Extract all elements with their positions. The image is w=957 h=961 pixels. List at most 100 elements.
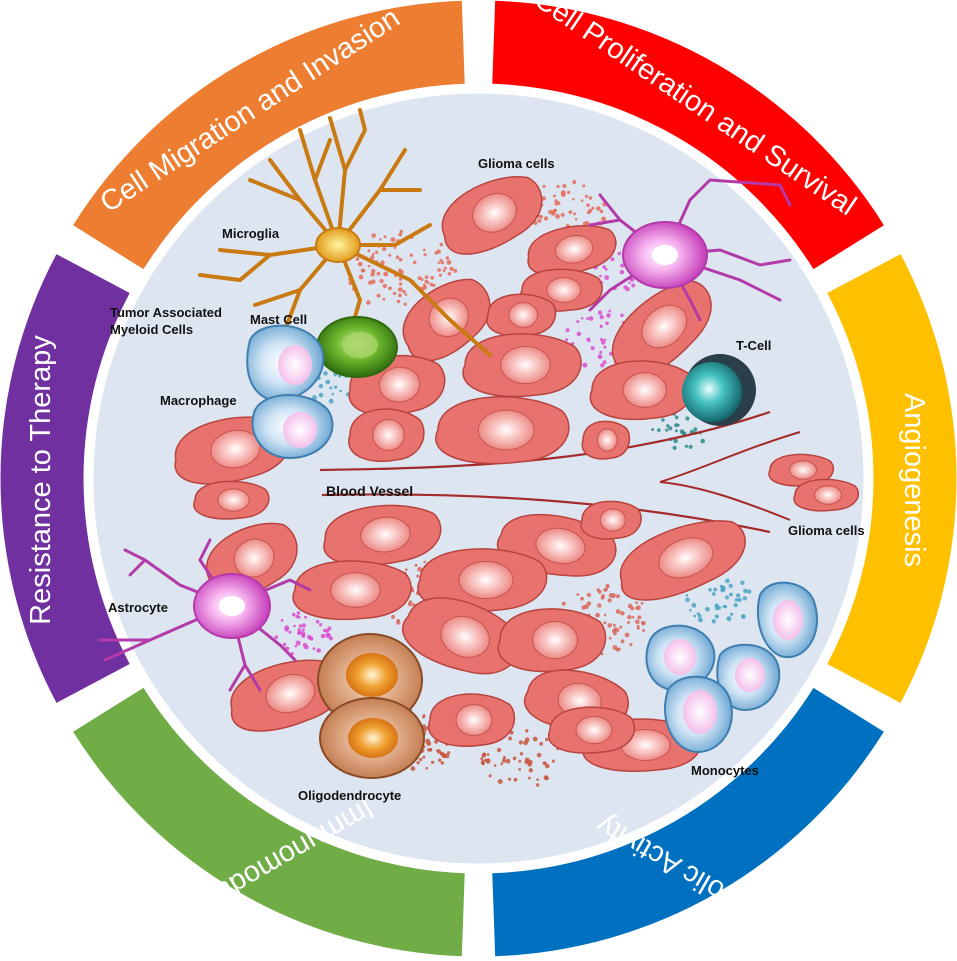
- label-t-cell: T-Cell: [736, 338, 771, 353]
- secreted-factor-dot: [320, 633, 326, 639]
- secreted-factor-dot: [274, 635, 279, 640]
- secreted-factor-dot: [536, 783, 540, 787]
- label-oligodendrocyte: Oligodendrocyte: [298, 788, 401, 803]
- secreted-factor-dot: [493, 764, 497, 767]
- secreted-factor-dot: [725, 595, 729, 600]
- secreted-factor-dot: [368, 280, 373, 285]
- secreted-factor-dot: [642, 629, 646, 632]
- secreted-factor-dot: [402, 290, 406, 294]
- secreted-factor-dot: [282, 642, 287, 647]
- secreted-factor-dot: [295, 640, 301, 646]
- secreted-factor-dot: [500, 762, 504, 766]
- secreted-factor-dot: [554, 199, 558, 203]
- secreted-factor-dot: [566, 190, 571, 195]
- secreted-factor-dot: [360, 268, 365, 273]
- secreted-factor-dot: [318, 383, 324, 389]
- secreted-factor-dot: [603, 338, 607, 342]
- secreted-factor-dot: [376, 271, 381, 276]
- secreted-factor-dot: [599, 314, 604, 320]
- secreted-factor-dot: [388, 253, 392, 257]
- secreted-factor-dot: [733, 603, 738, 608]
- secreted-factor-dot: [590, 346, 595, 351]
- microglia-cell: [198, 108, 492, 357]
- secreted-factor-dot: [409, 253, 414, 257]
- secreted-factor-dot: [608, 309, 612, 313]
- secreted-factor-dot: [685, 416, 690, 421]
- secreted-factor-dot: [628, 281, 631, 285]
- secreted-factor-dot: [586, 317, 589, 321]
- secreted-factor-dot: [328, 398, 334, 404]
- secreted-factor-dot: [424, 275, 429, 279]
- secreted-factor-dot: [595, 612, 600, 618]
- secreted-factor-dot: [574, 217, 578, 221]
- secreted-factor-dot: [383, 235, 387, 239]
- secreted-factor-dot: [366, 300, 371, 305]
- secreted-factor-dot: [404, 568, 408, 571]
- secreted-factor-dot: [742, 596, 747, 601]
- secreted-factor-dot: [419, 757, 423, 762]
- secreted-factor-dot: [599, 274, 602, 278]
- secreted-factor-dot: [519, 752, 524, 756]
- secreted-factor-dot: [636, 626, 640, 630]
- secreted-factor-dot: [623, 285, 628, 290]
- secreted-factor-dot: [382, 246, 387, 252]
- label-microglia: Microglia: [222, 226, 280, 241]
- secreted-factor-dot: [603, 613, 607, 617]
- secreted-factor-dot: [532, 736, 538, 742]
- secreted-factor-dot: [380, 260, 385, 265]
- astrocyte-cell: [98, 538, 312, 692]
- secreted-factor-dot: [691, 602, 697, 608]
- secreted-factor-dot: [434, 739, 439, 744]
- glioma-cell: [589, 360, 695, 421]
- secreted-factor-dot: [599, 350, 603, 354]
- secreted-factor-dot: [525, 729, 529, 733]
- secreted-factor-dot: [708, 588, 712, 592]
- secreted-factor-dot: [583, 604, 589, 610]
- glioma-cell: [348, 408, 425, 462]
- secreted-factor-dot: [597, 354, 603, 360]
- secreted-factor-dot: [407, 601, 413, 607]
- secreted-factor-dot: [512, 756, 517, 761]
- secreted-factor-dot: [442, 269, 446, 273]
- secreted-factor-dot: [676, 423, 680, 427]
- secreted-factor-dot: [528, 768, 533, 773]
- secreted-factor-dot: [635, 601, 638, 604]
- secreted-factor-dot: [442, 754, 447, 759]
- glioma-cell: [768, 453, 835, 487]
- label-tam-line1: Tumor Associated: [110, 305, 222, 320]
- ring-label-angiogenesis: Angiogenesis: [898, 393, 930, 567]
- label-tam-line2: Myeloid Cells: [110, 322, 193, 337]
- ring-segment-metabolic: [492, 687, 884, 957]
- secreted-factor-dot: [422, 714, 426, 718]
- secreted-factor-dot: [524, 759, 529, 765]
- secreted-factor-dot: [580, 596, 584, 601]
- secreted-factor-dot: [641, 621, 646, 626]
- secreted-factor-dot: [700, 438, 705, 444]
- secreted-factor-dot: [370, 255, 375, 260]
- secreted-factor-dot: [505, 758, 511, 764]
- secreted-factor-dot: [604, 275, 610, 280]
- secreted-factor-dot: [417, 566, 423, 572]
- secreted-factor-dot: [302, 642, 307, 648]
- secreted-factor-dot: [568, 210, 573, 215]
- label-blood-vessel: Blood Vessel: [326, 483, 413, 499]
- secreted-factor-dot: [601, 340, 606, 345]
- secreted-factor-dot: [624, 632, 630, 638]
- secreted-factor-dot: [438, 273, 442, 277]
- secreted-factor-dot: [612, 645, 618, 650]
- secreted-factor-dot: [379, 278, 384, 284]
- secreted-factor-dot: [328, 636, 333, 641]
- secreted-factor-dot: [726, 616, 732, 622]
- ring-segment-migration: [73, 0, 465, 270]
- secreted-factor-dot: [439, 258, 443, 262]
- secreted-factor-dot: [684, 444, 689, 448]
- secreted-factor-dot: [545, 763, 550, 769]
- label-macrophage: Macrophage: [160, 393, 237, 408]
- secreted-factor-dot: [397, 287, 403, 292]
- ring-segment-immunomodulation: [73, 687, 465, 957]
- secreted-factor-dot: [339, 389, 342, 393]
- secreted-factor-dot: [674, 415, 679, 420]
- secreted-factor-dot: [740, 580, 745, 585]
- secreted-factor-dot: [294, 644, 298, 648]
- secreted-factor-dot: [497, 779, 503, 784]
